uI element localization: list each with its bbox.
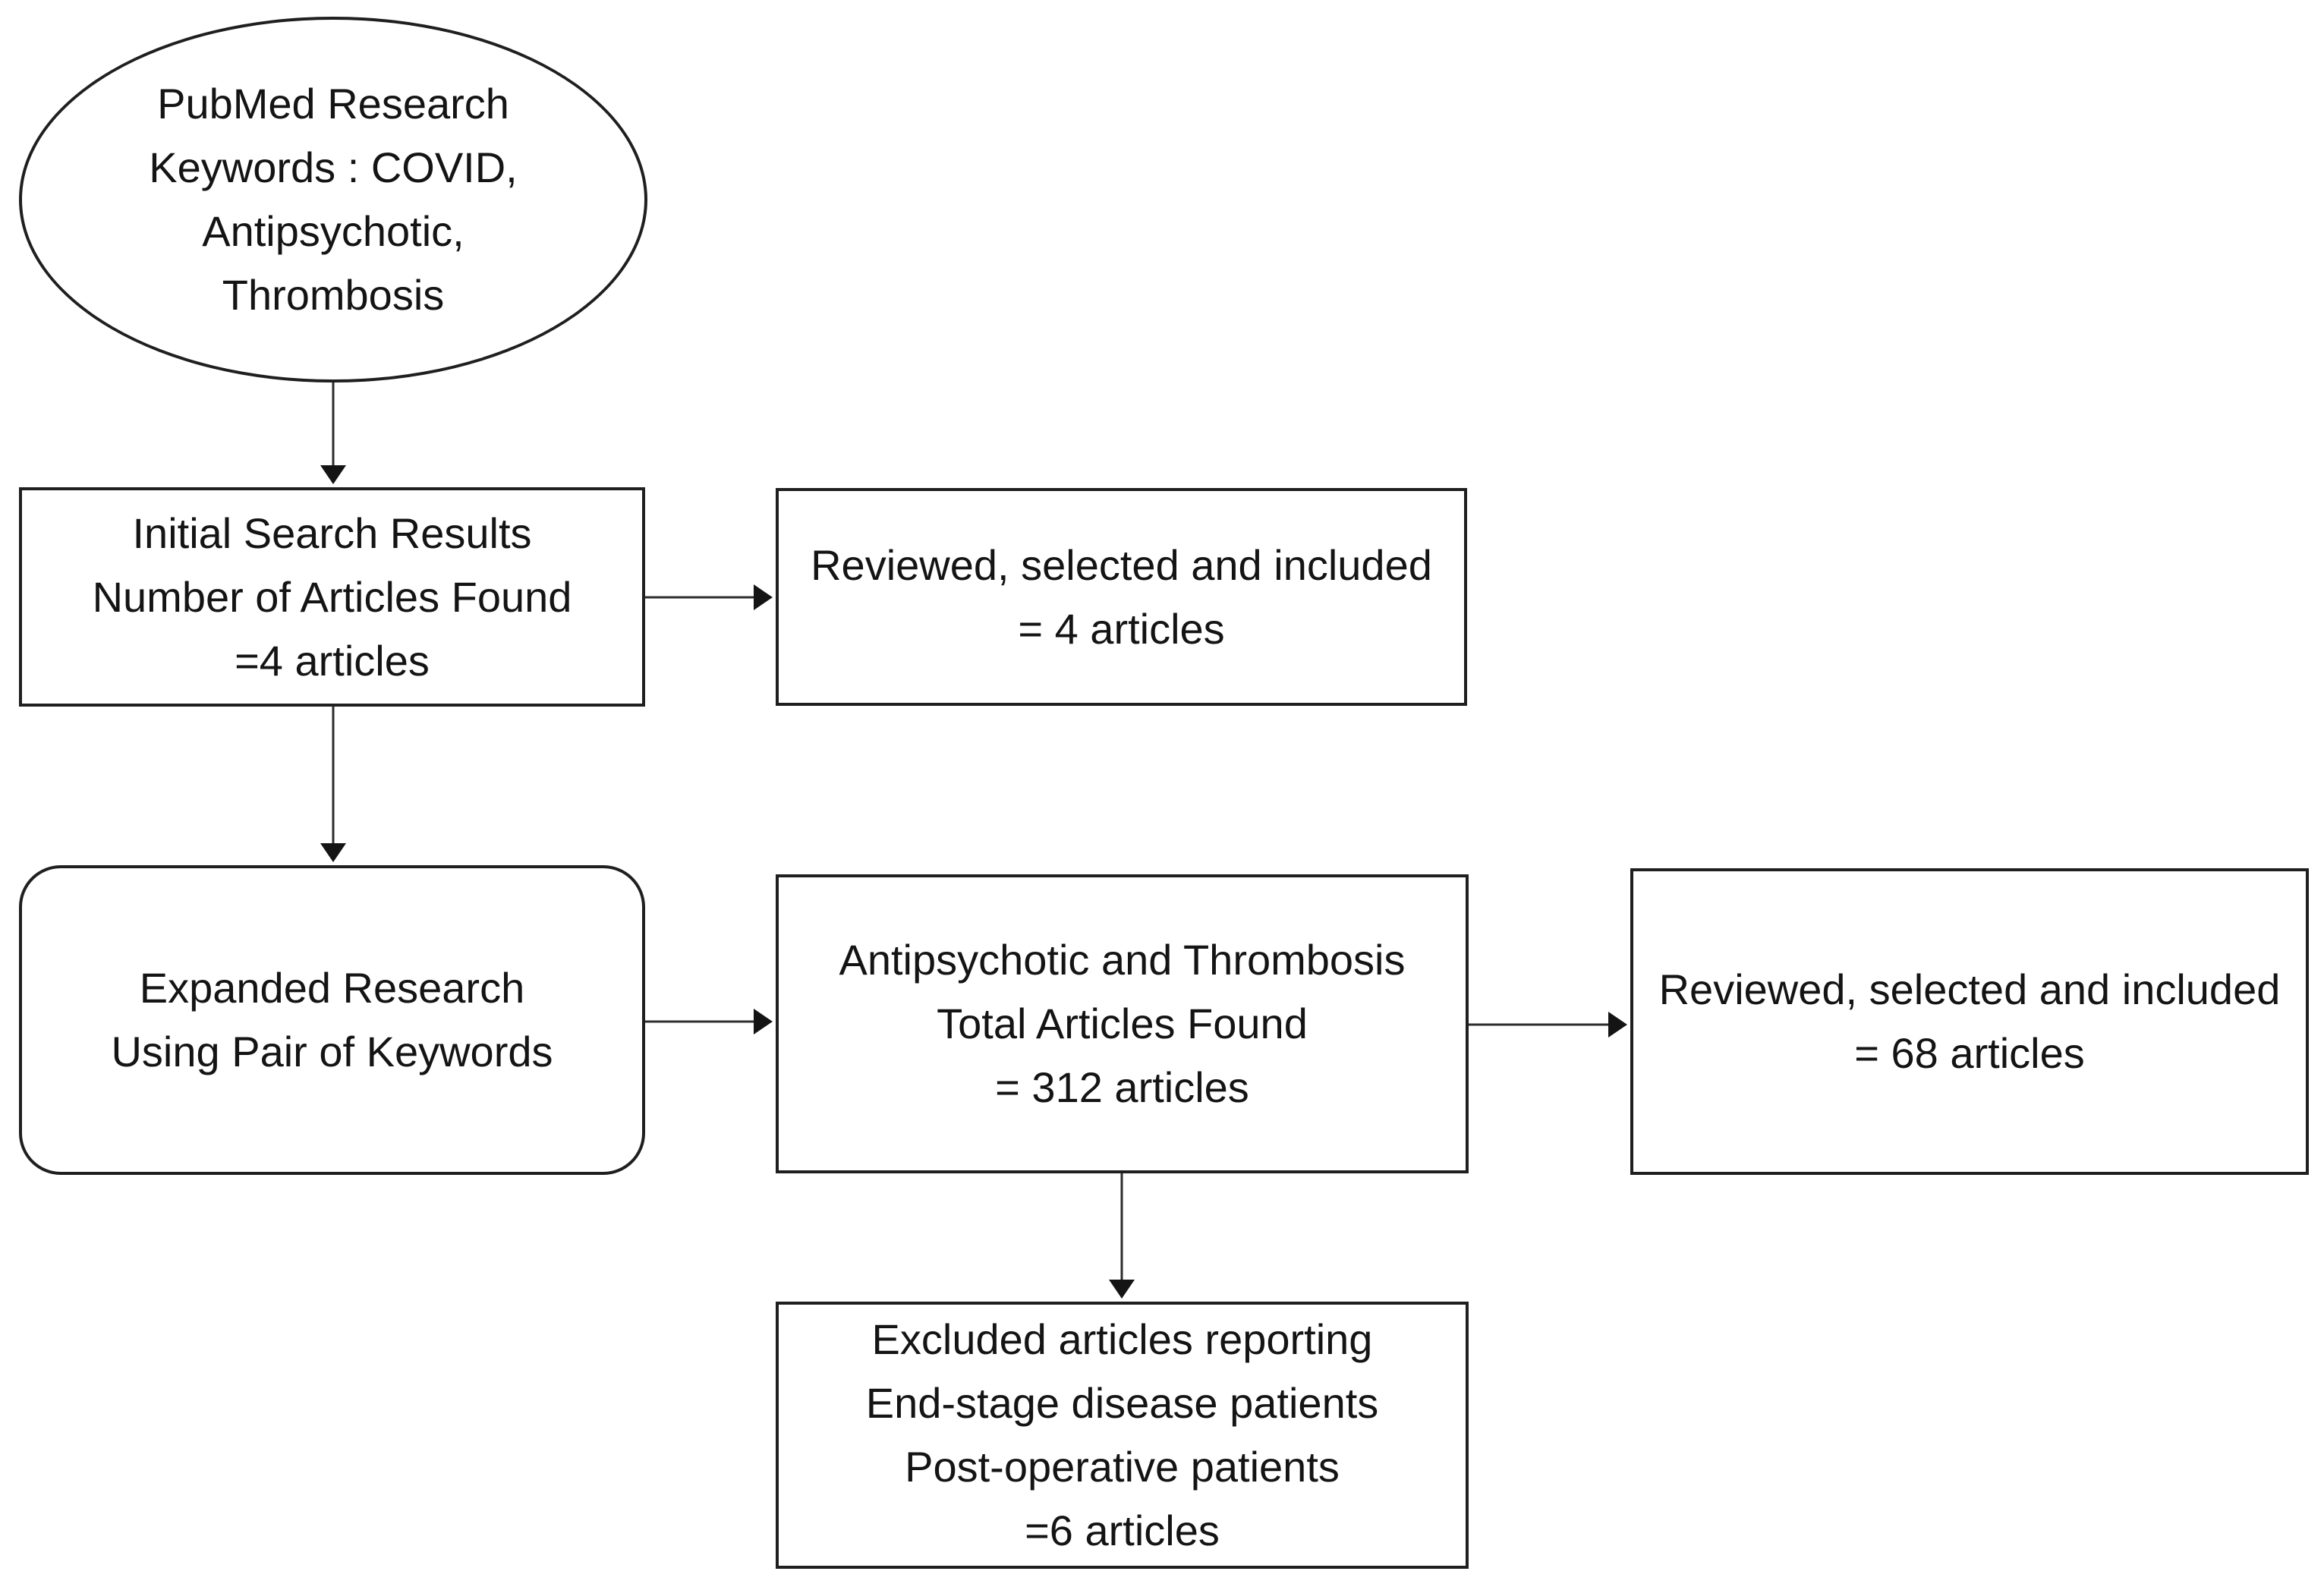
node-text-line: Keywords : COVID,	[149, 143, 518, 191]
node-text-line: Excluded articles reporting	[871, 1315, 1373, 1363]
node-text-line: Reviewed, selected and included	[1658, 965, 2281, 1013]
node-text-line: Antipsychotic,	[202, 207, 464, 255]
node-text-line: = 68 articles	[1854, 1029, 2085, 1077]
node-text-line: Thrombosis	[222, 271, 445, 319]
node-text-line: Antipsychotic and Thrombosis	[839, 936, 1406, 984]
node-text-line: Number of Articles Found	[92, 572, 572, 621]
node-text-line: Using Pair of Keywords	[111, 1028, 553, 1075]
node-expanded-research: Expanded Research Using Pair of Keywords	[19, 865, 645, 1175]
node-text-line: Total Articles Found	[937, 1000, 1308, 1047]
node-antipsychotic-thrombosis-total: Antipsychotic and Thrombosis Total Artic…	[776, 874, 1469, 1173]
node-text-line: End-stage disease patients	[865, 1379, 1379, 1427]
node-text-line: = 312 articles	[995, 1063, 1249, 1111]
node-text-line: Expanded Research	[139, 964, 525, 1012]
node-reviewed-included-4: Reviewed, selected and included = 4 arti…	[776, 488, 1467, 706]
node-text-line: Initial Search Results	[132, 509, 532, 557]
node-initial-search-results: Initial Search Results Number of Article…	[19, 487, 645, 707]
node-pubmed-keywords-ellipse: PubMed Research Keywords : COVID, Antips…	[19, 17, 647, 383]
node-text-line: Post-operative patients	[905, 1443, 1340, 1491]
node-text-line: PubMed Research	[157, 80, 509, 128]
node-excluded-articles: Excluded articles reporting End-stage di…	[776, 1302, 1469, 1569]
node-text-line: Reviewed, selected and included	[811, 540, 1432, 589]
node-text-line: =4 articles	[235, 636, 430, 685]
node-reviewed-included-68: Reviewed, selected and included = 68 art…	[1630, 868, 2309, 1175]
node-text-line: = 4 articles	[1018, 604, 1225, 653]
node-text-line: =6 articles	[1025, 1507, 1220, 1554]
